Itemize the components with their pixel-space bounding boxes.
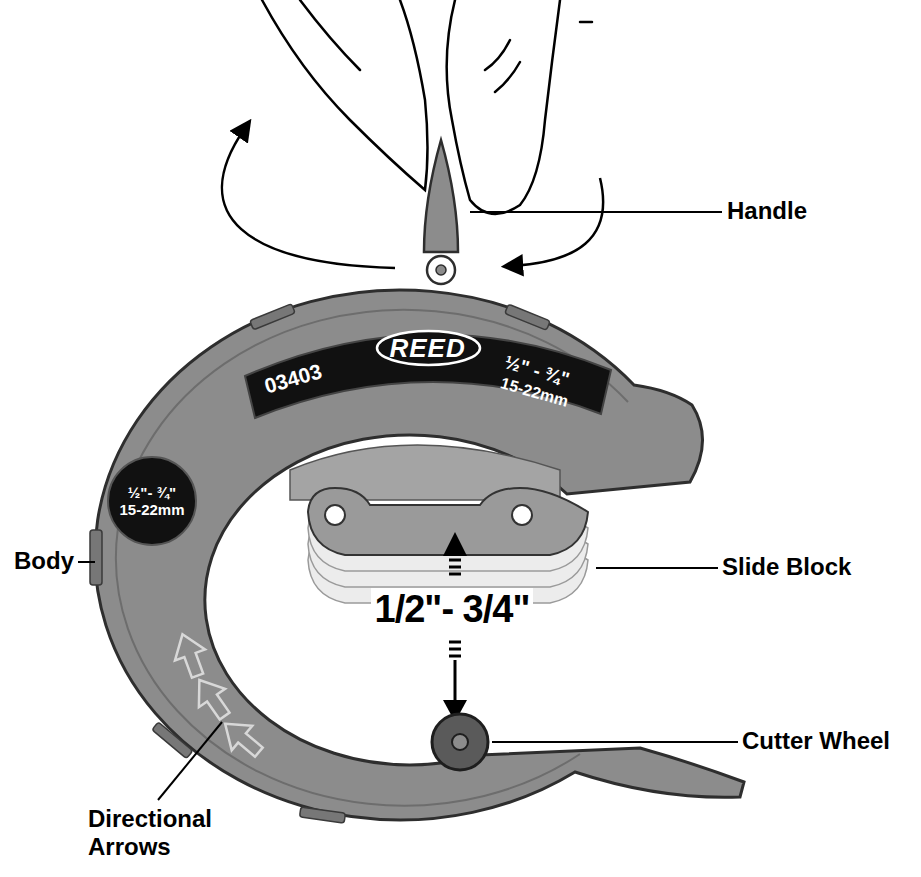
directional-arrows bbox=[167, 629, 269, 765]
rotation-arrow bbox=[222, 128, 395, 268]
handle bbox=[424, 140, 458, 252]
label-band: REED03403½" - ¾"15-22mm bbox=[243, 318, 613, 426]
dimension-arrowhead bbox=[443, 532, 467, 556]
oval-outline bbox=[377, 331, 480, 365]
part-name: Slide Block bbox=[722, 553, 851, 581]
hand bbox=[262, 0, 592, 214]
wheel-axle bbox=[452, 734, 468, 750]
part-name: Handle bbox=[727, 197, 807, 225]
part-name: Directional Arrows bbox=[88, 805, 258, 860]
badge-text: REED bbox=[390, 335, 466, 361]
badge-text: ½"- ¾" bbox=[128, 484, 176, 501]
slide-block bbox=[308, 488, 588, 555]
brand-oval: REED bbox=[375, 329, 482, 367]
band-outline bbox=[245, 334, 611, 418]
slide-bolt bbox=[325, 505, 345, 525]
body-rim bbox=[116, 310, 628, 806]
part-name: Body bbox=[14, 547, 74, 575]
size-badge: ½"- ¾"15-22mm bbox=[106, 455, 198, 547]
handle-pivot bbox=[436, 265, 446, 275]
dimension-label: 1/2"- 3/4" bbox=[371, 588, 534, 632]
leader-lines bbox=[78, 212, 738, 800]
part-name: Cutter Wheel bbox=[742, 727, 890, 755]
slide-bolt bbox=[512, 505, 532, 525]
badge-text: 15-22mm bbox=[119, 501, 184, 518]
cutter-wheel bbox=[432, 714, 488, 770]
circle-outline bbox=[108, 457, 196, 545]
cutter-body bbox=[95, 290, 744, 820]
handle-pivot bbox=[427, 256, 455, 284]
